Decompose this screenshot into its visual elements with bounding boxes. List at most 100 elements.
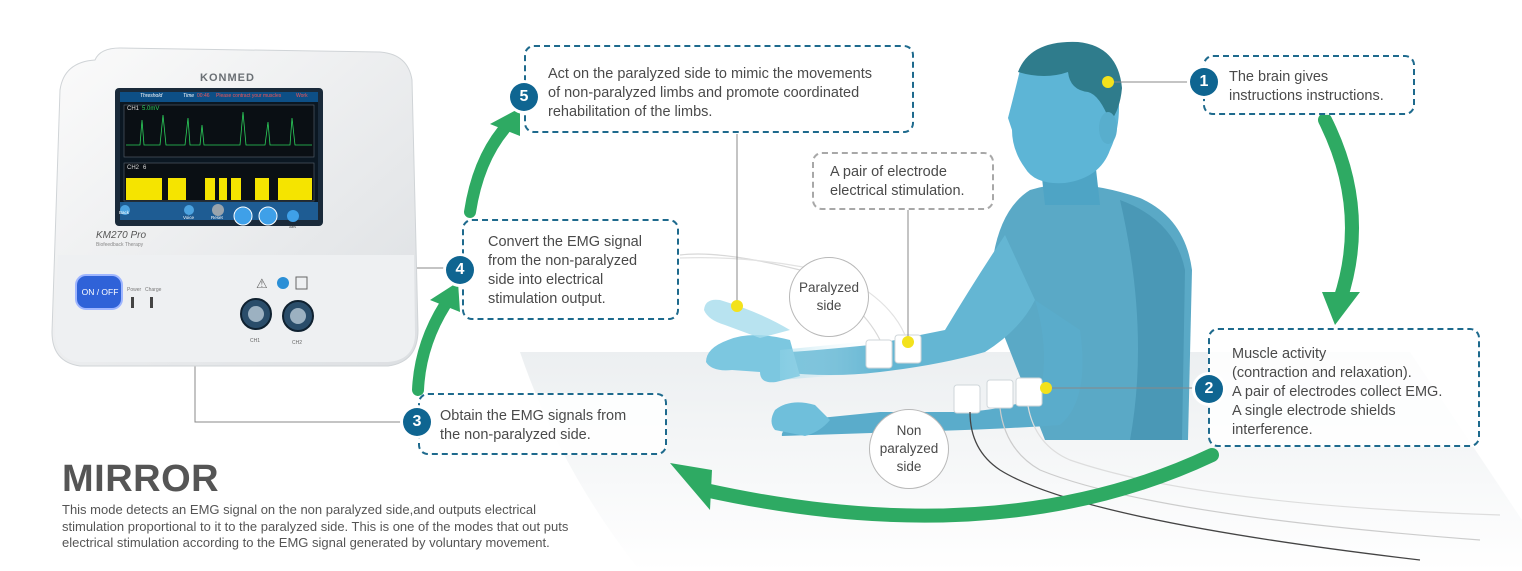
marker-dot xyxy=(902,336,914,348)
screen-threshold-label: Threshold xyxy=(140,93,163,99)
electrode-note-line: electrical stimulation. xyxy=(830,183,965,199)
mode-title: MIRROR xyxy=(62,458,220,500)
screen-ch2-label: CH2 xyxy=(127,165,140,171)
screen-time-label: Time xyxy=(183,93,195,99)
ghost-arm-trail xyxy=(780,340,880,380)
step-1-badge: 1 xyxy=(1190,68,1218,96)
flow-arrow-3-4 xyxy=(412,299,451,396)
step-2-text-line: A single electrode shields xyxy=(1232,403,1396,419)
step-5-badge: 5 xyxy=(510,83,538,111)
screen-minus-icon[interactable] xyxy=(258,206,278,226)
electrode-pad xyxy=(1015,377,1043,407)
step-1-callout: The brain gives instructions instruction… xyxy=(1203,55,1415,115)
electrode-pad xyxy=(986,379,1014,409)
ch1-port-label: CH1 xyxy=(250,338,261,344)
step-4-text-line: stimulation output. xyxy=(488,291,606,307)
step-3-badge: 3 xyxy=(403,408,431,436)
screen-ch1-area xyxy=(123,104,315,158)
paralyzed-arm xyxy=(780,235,1035,375)
paralyzed-side-line: side xyxy=(816,298,842,313)
person-hair xyxy=(1018,41,1122,122)
screen-reset-label: Reset xyxy=(211,215,223,220)
screen-voice-icon[interactable] xyxy=(184,205,194,215)
electrode-cable xyxy=(969,411,1421,561)
mode-description-line: This mode detects an EMG signal on the n… xyxy=(62,502,537,517)
step-2-callout: Muscle activity (contraction and relaxat… xyxy=(1208,328,1480,447)
device-model-sub: Biofeedback Therapy xyxy=(96,242,144,248)
screen-plus-icon[interactable] xyxy=(233,206,253,226)
flow-arrow-4-5 xyxy=(464,122,511,218)
screen-reset-icon[interactable] xyxy=(212,204,224,216)
screen-time-value: 00:46 xyxy=(197,93,210,99)
paralyzed-side-label: Paralyzed side xyxy=(789,257,869,337)
stim-bar xyxy=(126,178,162,200)
electrode-note-line: A pair of electrode xyxy=(830,164,947,180)
person-shirt-shade xyxy=(1120,200,1185,440)
screen-voice-label: Voice xyxy=(183,215,195,220)
power-led xyxy=(131,297,134,308)
stim-bar xyxy=(231,178,241,200)
paralyzed-side-line: Paralyzed xyxy=(798,280,860,295)
non-paralyzed-side-label: Non paralyzed side xyxy=(869,409,949,489)
marker-dot xyxy=(731,300,743,312)
non-paralyzed-side-line: Non xyxy=(896,423,922,438)
device-brand: KONMED xyxy=(200,72,255,84)
flow-arrow-1-2-head xyxy=(1322,292,1360,325)
stim-bar xyxy=(168,178,186,200)
charge-led xyxy=(150,297,153,308)
non-paralyzed-side-line: paralyzed xyxy=(879,441,939,456)
screen-set-label: Set xyxy=(289,224,296,229)
step-2-text-line: A pair of electrodes collect EMG. xyxy=(1232,384,1443,400)
step-2-badge: 2 xyxy=(1195,375,1223,403)
screen-back-label: Back xyxy=(119,210,130,215)
person-ear xyxy=(1099,112,1117,144)
ghost-hand xyxy=(704,299,790,338)
step-3-text-line: Obtain the EMG signals from xyxy=(440,408,627,424)
stim-bar xyxy=(255,178,269,200)
device-model: KM270 Pro xyxy=(96,230,147,241)
screen-ch1-label: CH1 xyxy=(127,106,140,112)
ch1-port-inner xyxy=(248,306,264,322)
step-2-text-line: (contraction and relaxation). xyxy=(1232,365,1412,381)
step-4-text-line: Convert the EMG signal xyxy=(488,234,642,250)
step-5-callout: Act on the paralyzed side to mimic the m… xyxy=(524,45,914,133)
electrode-pad xyxy=(865,339,893,369)
step-5-text-line: of non-paralyzed limbs and promote coord… xyxy=(548,85,860,101)
screen-ch1-value: 5.0mV xyxy=(142,106,160,112)
step-4-callout: Convert the EMG signal from the non-para… xyxy=(462,219,679,320)
paralyzed-hand xyxy=(706,335,800,383)
mode-description-line: stimulation proportional to it to the pa… xyxy=(62,518,569,534)
screen-ch2-value: 6 xyxy=(143,165,147,171)
bluetooth-icon xyxy=(277,277,289,289)
screen-work-label: Work xyxy=(296,93,308,99)
device-front-panel xyxy=(55,255,415,362)
step-2-text-line: Muscle activity xyxy=(1232,346,1327,362)
mode-description-line: electrical stimulation according to the … xyxy=(62,535,550,550)
step-3-text-line: the non-paralyzed side. xyxy=(440,427,591,443)
marker-dot xyxy=(1040,382,1052,394)
warning-icon: ⚠ xyxy=(256,277,268,292)
power-button[interactable] xyxy=(75,274,123,310)
step-5-text-line: rehabilitation of the limbs. xyxy=(548,104,713,120)
person-symbol-icon xyxy=(295,276,308,290)
stim-bar xyxy=(219,178,227,200)
stim-bar xyxy=(278,178,312,200)
flow-arrow-3-4-head xyxy=(430,282,460,312)
screen-back-icon[interactable] xyxy=(120,205,130,215)
non-paralyzed-side-line: side xyxy=(896,459,922,474)
flow-arrow-4-5-head xyxy=(490,108,520,136)
power-label: Power xyxy=(127,287,142,293)
screen-message: Please contract your muscles xyxy=(216,93,282,99)
ch2-port-inner xyxy=(290,308,306,324)
flow-arrow-1-2 xyxy=(1318,113,1359,307)
ch2-port-label: CH2 xyxy=(292,340,303,346)
mode-description: This mode detects an EMG signal on the n… xyxy=(62,502,682,552)
charge-label: Charge xyxy=(145,287,162,293)
electrode-note-callout: A pair of electrode electrical stimulati… xyxy=(812,152,994,210)
step-2-text-line: interference. xyxy=(1232,422,1313,438)
flow-arrow-2-3-head xyxy=(670,463,712,510)
step-5-text-line: Act on the paralyzed side to mimic the m… xyxy=(548,66,872,82)
flow-arrow-2-3 xyxy=(698,448,1219,523)
screen-set-icon[interactable] xyxy=(287,210,299,222)
